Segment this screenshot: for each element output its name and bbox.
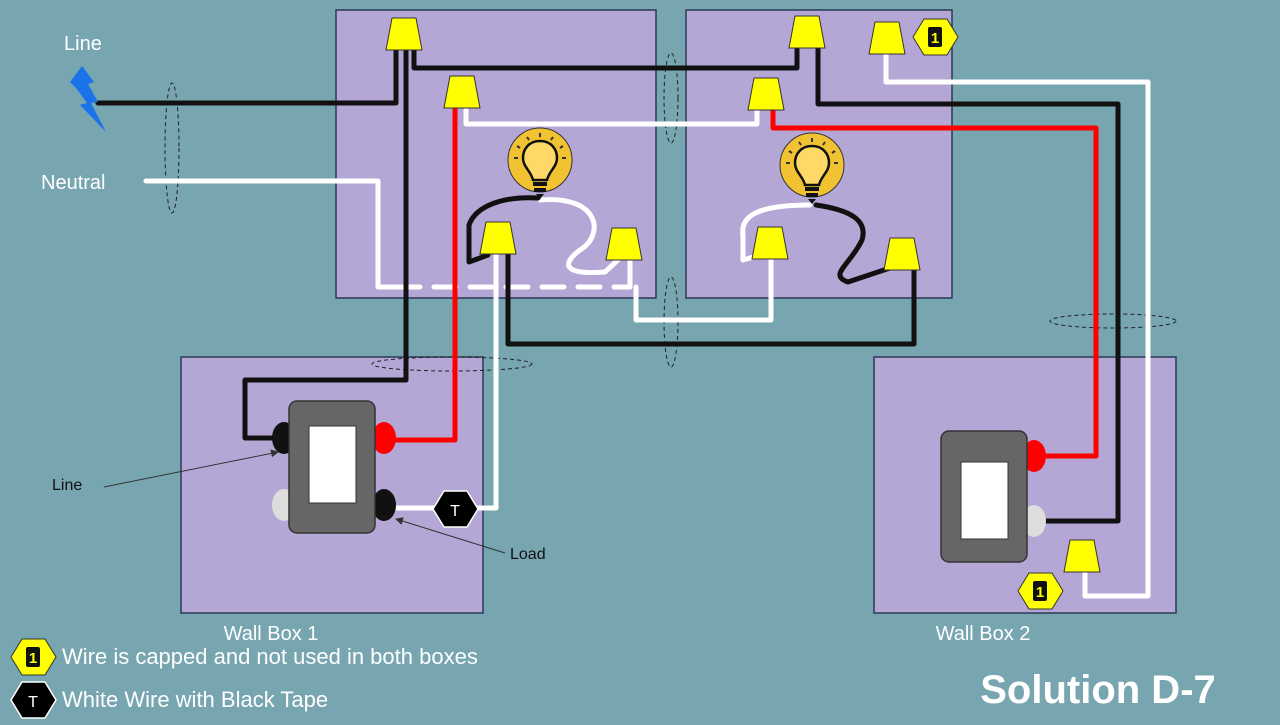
tape-badge: T bbox=[432, 490, 479, 528]
wire-nut bbox=[605, 227, 643, 261]
bulb-icon bbox=[507, 127, 573, 199]
traveler-wire-wallbox-1 bbox=[389, 105, 458, 443]
cable-bundle-wallbox-2 bbox=[1049, 313, 1177, 329]
traveler-wire-wallbox-2 bbox=[770, 105, 1099, 459]
wire-nut bbox=[479, 221, 517, 255]
switch-2-common-terminal bbox=[1022, 505, 1046, 537]
legend-capped-marker: 1 bbox=[10, 638, 57, 676]
cable-bundle-incoming bbox=[164, 82, 180, 214]
tape-white-wire bbox=[389, 249, 499, 511]
switch-1-toggle bbox=[308, 425, 357, 504]
legend-capped-text: Wire is capped and not used in both boxe… bbox=[62, 644, 478, 669]
cable-bundle-between-boxes bbox=[663, 52, 679, 144]
capped-badge: 1 bbox=[1017, 572, 1064, 610]
capped-badge: 1 bbox=[912, 18, 959, 56]
line-label: Line bbox=[64, 33, 102, 55]
wire-nut bbox=[443, 75, 481, 109]
switch-1 bbox=[272, 400, 396, 534]
load-pointer-arrow bbox=[395, 517, 506, 554]
switch-2-toggle bbox=[960, 461, 1009, 540]
svg-text:1: 1 bbox=[29, 650, 37, 667]
switch-1-load-terminal bbox=[372, 489, 396, 521]
legend-tape-marker: T bbox=[10, 681, 57, 719]
wire-nut bbox=[788, 15, 826, 49]
neutral-label: Neutral bbox=[41, 172, 105, 194]
wire-nut bbox=[751, 226, 789, 260]
wire-nut bbox=[868, 21, 906, 55]
switch-2 bbox=[940, 430, 1046, 563]
lightning-icon bbox=[70, 66, 106, 132]
legend-tape-text: White Wire with Black Tape bbox=[62, 687, 328, 712]
wall-box-2-label: Wall Box 2 bbox=[936, 623, 1031, 645]
line-wire-incoming bbox=[95, 45, 399, 106]
svg-text:1: 1 bbox=[931, 30, 939, 47]
switch-2-traveler-terminal bbox=[1022, 440, 1046, 472]
bulb-icon bbox=[779, 132, 845, 204]
hot-wire-between-boxes bbox=[411, 45, 800, 71]
wire-nut bbox=[747, 77, 785, 111]
neutral-wire-to-lamp-2 bbox=[633, 252, 774, 323]
lamp-1-white-lead bbox=[537, 197, 623, 276]
capped-white-wire bbox=[883, 45, 1151, 599]
solution-title: Solution D-7 bbox=[980, 668, 1216, 712]
svg-text:1: 1 bbox=[1036, 584, 1044, 601]
svg-text:T: T bbox=[450, 503, 460, 520]
wall-box-1-label: Wall Box 1 bbox=[224, 623, 319, 645]
neutral-wire-incoming bbox=[143, 178, 401, 290]
line-wire-to-switch-1 bbox=[242, 45, 409, 441]
switch-1-traveler-terminal bbox=[372, 422, 396, 454]
switch-line-label: Line bbox=[52, 477, 82, 494]
line-pointer-arrow bbox=[103, 449, 279, 488]
switch-load-label: Load bbox=[510, 546, 546, 563]
svg-text:T: T bbox=[28, 694, 38, 711]
neutral-wire-between-boxes bbox=[463, 105, 760, 127]
lamp-2-black-lead bbox=[813, 202, 893, 285]
hot-wire-to-switch-2 bbox=[815, 45, 1121, 524]
switched-wire-lamps bbox=[505, 249, 917, 347]
lamp-1-black-lead bbox=[466, 195, 541, 265]
wire-nut bbox=[385, 17, 423, 51]
wire-nut bbox=[883, 237, 921, 271]
cable-bundle-wallbox-1 bbox=[371, 356, 533, 372]
wire-nut bbox=[1063, 539, 1101, 573]
lamp-2-white-lead bbox=[740, 202, 813, 263]
